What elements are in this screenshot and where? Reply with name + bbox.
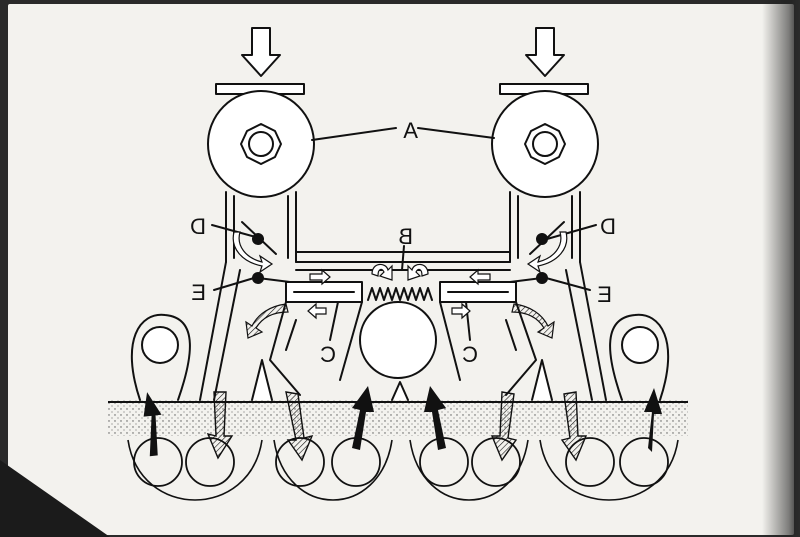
- duct-curve-arrows: [232, 231, 568, 281]
- label-b: B: [398, 224, 413, 249]
- leader-a-right: [417, 127, 495, 139]
- print-corner-shadow: [0, 460, 110, 537]
- diagram-labels: A B C C D D E E: [190, 118, 616, 367]
- input-arrow-left: [241, 27, 281, 77]
- outer-skirt-right: [609, 313, 670, 401]
- nozzle-center: [391, 381, 409, 401]
- leg-right-outer: [565, 261, 607, 401]
- valve-right: [509, 272, 548, 284]
- roller-1: [133, 437, 183, 487]
- plenum-flow-arrows: [307, 268, 491, 320]
- label-a: A: [403, 118, 418, 143]
- outer-skirt-left: [130, 313, 191, 401]
- label-e-right: E: [597, 282, 612, 307]
- duct-left: [225, 191, 297, 263]
- side-flow-arrows: [245, 303, 555, 339]
- airflow-up-arrows: [143, 386, 662, 457]
- leg-left-outer: [199, 261, 241, 401]
- central-drum: [359, 301, 437, 379]
- label-e-left: E: [191, 280, 206, 305]
- roller-8: [619, 437, 669, 487]
- roller-5: [419, 437, 469, 487]
- leader-d-right: [546, 224, 597, 240]
- leader-b: [401, 245, 405, 271]
- airflow-down-arrows: [206, 391, 588, 462]
- skirt-bottom-arcs: [127, 439, 679, 501]
- valve-left: [252, 272, 291, 284]
- input-arrow-right: [525, 27, 565, 77]
- support-struts: [269, 301, 537, 396]
- nozzle-left: [251, 359, 273, 401]
- label-d-right: D: [600, 214, 616, 239]
- print-right-edge: [762, 0, 800, 537]
- label-d-left: D: [190, 214, 206, 239]
- nozzle-right: [531, 359, 553, 401]
- fin-array: [367, 287, 433, 301]
- duct-right: [509, 191, 581, 263]
- fan-right: [491, 90, 599, 198]
- label-c-left: C: [320, 342, 336, 367]
- leader-c-left: [329, 301, 339, 341]
- leader-e-left: [213, 277, 255, 291]
- leader-a-left: [311, 127, 397, 141]
- label-c-right: C: [462, 342, 478, 367]
- fan-left: [207, 90, 315, 198]
- ground-surface: [108, 400, 688, 436]
